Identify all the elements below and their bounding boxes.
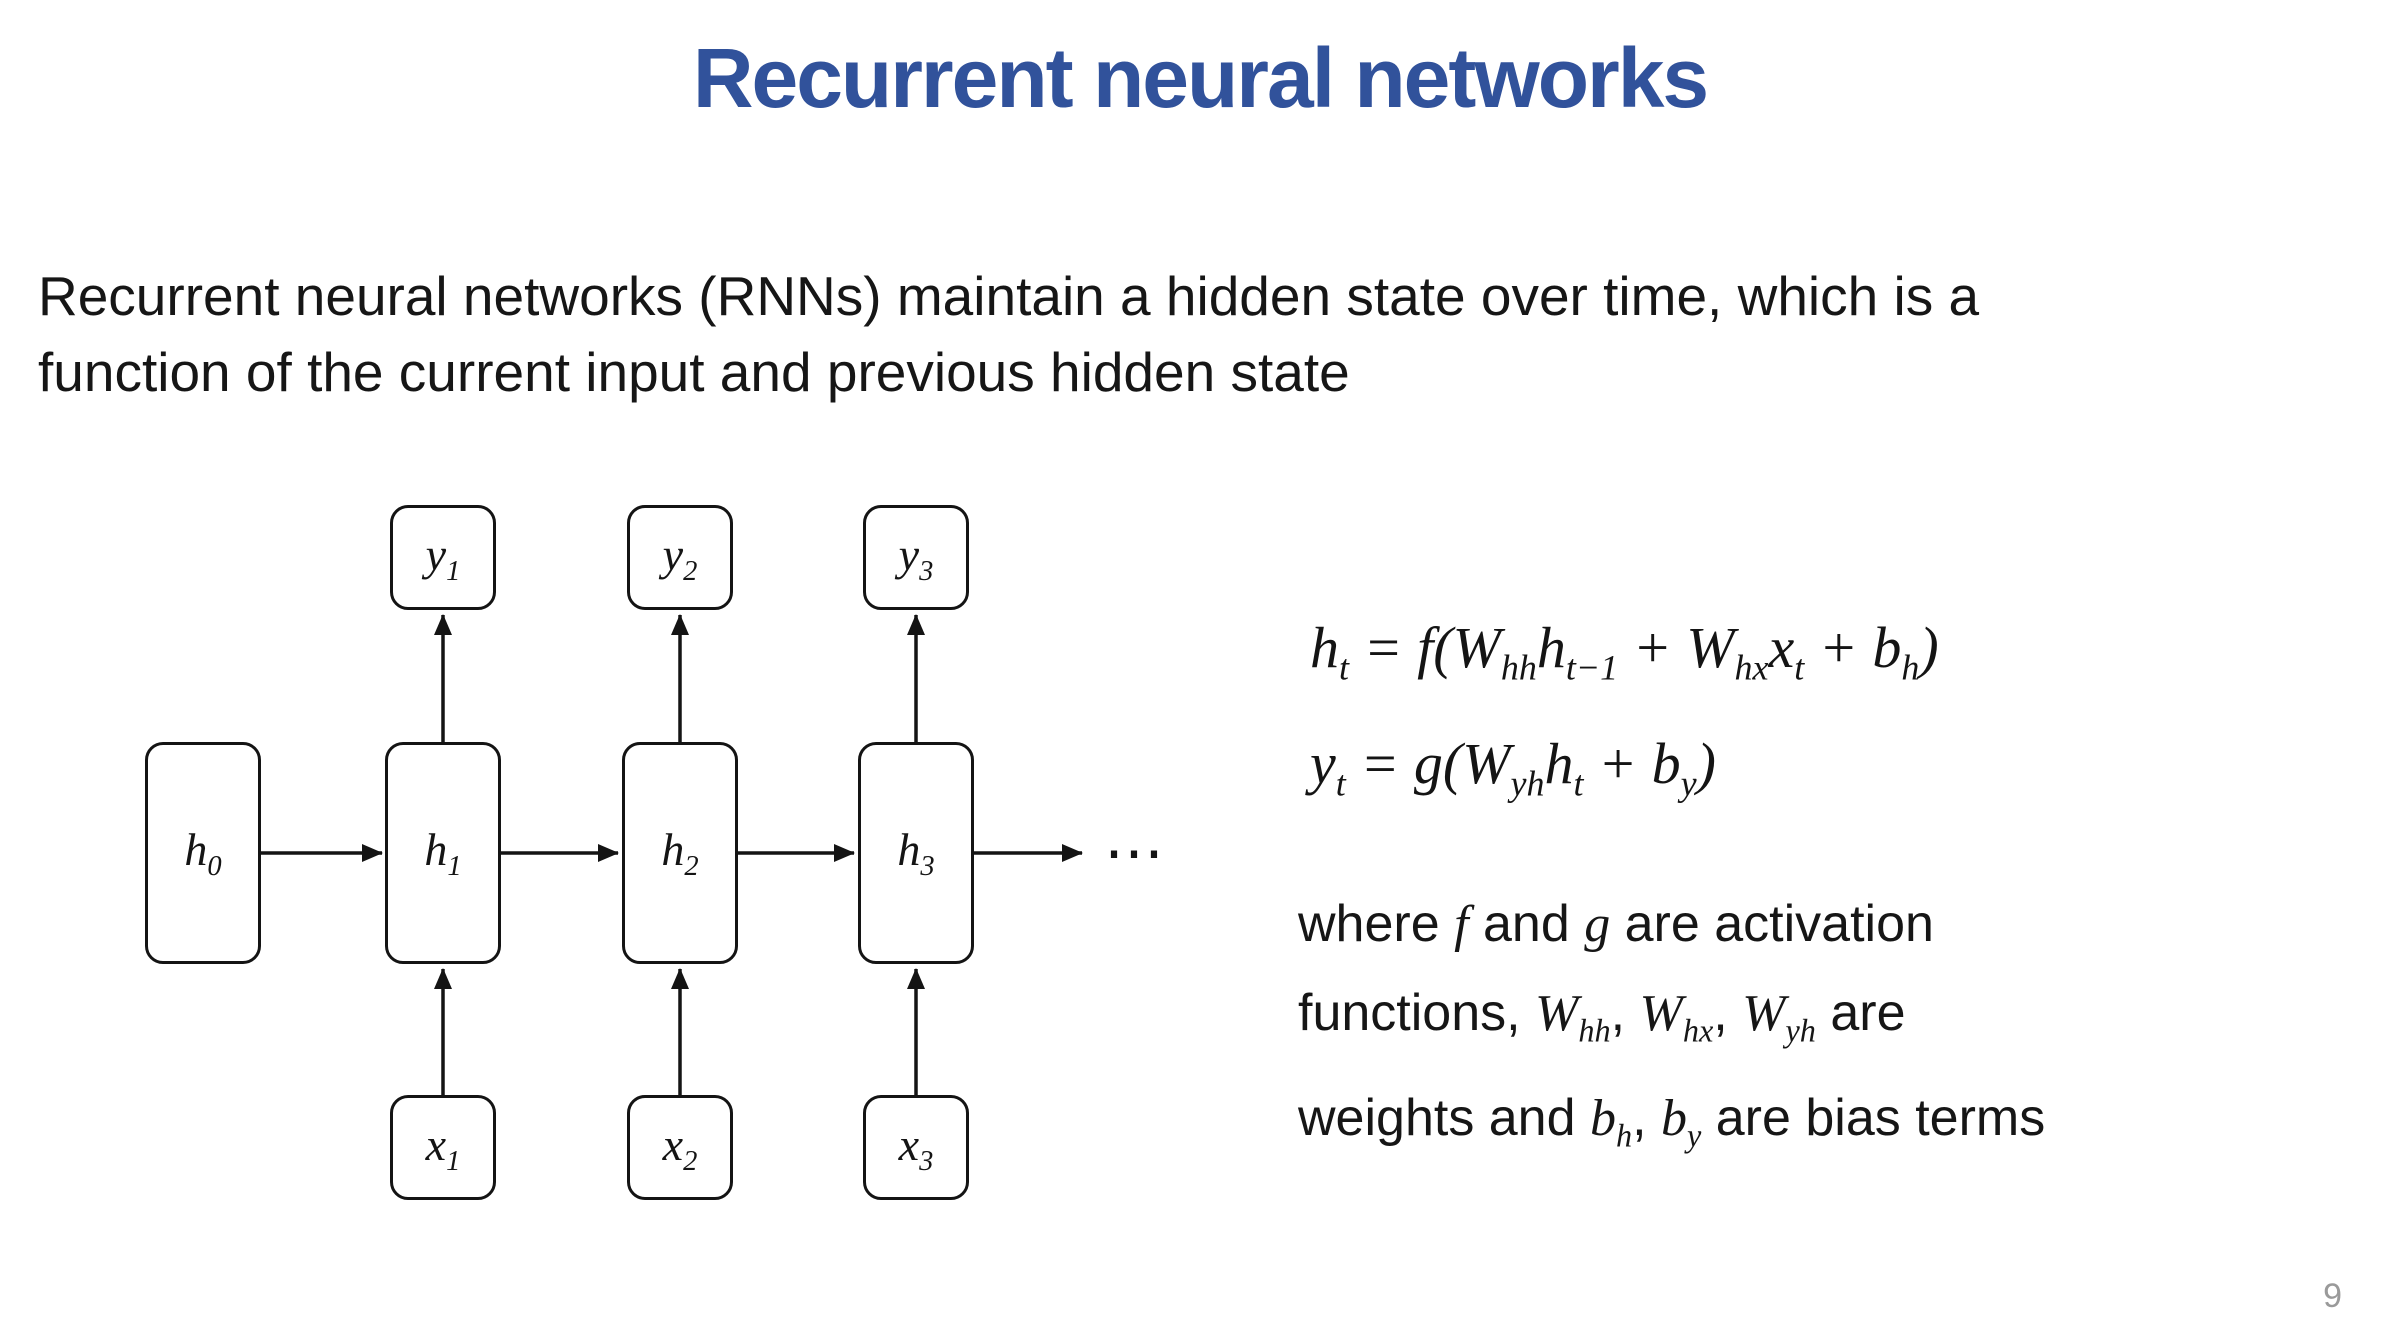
ellipsis: ⋯: [1104, 818, 1164, 888]
output-node-y1: y1: [390, 505, 496, 610]
output-node-y3: y3: [863, 505, 969, 610]
explanation-line-3: weights and bh, by are bias terms: [1298, 1089, 2046, 1154]
hidden-node-h0: h0: [145, 742, 261, 964]
page-number: 9: [2323, 1277, 2342, 1315]
node-label-x3: x3: [898, 1118, 934, 1178]
explanation-line-2: functions, Whh, Whx, Wyh are: [1298, 984, 1906, 1049]
node-label-h2: h2: [661, 824, 699, 883]
node-label-y3: y3: [898, 528, 934, 588]
explanation: where f and g are activation functions, …: [1298, 880, 2045, 1180]
equation-output: yt = g(Wyhht + by): [1310, 730, 1716, 804]
hidden-node-h3: h3: [858, 742, 974, 964]
intro-line-2: function of the current input and previo…: [38, 341, 1350, 403]
hidden-node-h1: h1: [385, 742, 501, 964]
node-label-h1: h1: [424, 824, 462, 883]
intro-line-1: Recurrent neural networks (RNNs) maintai…: [38, 265, 1980, 327]
input-node-x3: x3: [863, 1095, 969, 1200]
explanation-line-1: where f and g are activation: [1298, 895, 1934, 953]
intro-paragraph: Recurrent neural networks (RNNs) maintai…: [38, 258, 1979, 410]
node-label-y1: y1: [425, 528, 461, 588]
output-node-y2: y2: [627, 505, 733, 610]
node-label-x1: x1: [425, 1118, 461, 1178]
node-label-y2: y2: [662, 528, 698, 588]
hidden-node-h2: h2: [622, 742, 738, 964]
node-label-h0: h0: [184, 824, 222, 883]
slide-title: Recurrent neural networks: [692, 31, 1709, 125]
equation-hidden-state: ht = f(Whhht−1 + Whxxt + bh): [1310, 615, 1939, 688]
equations: ht = f(Whhht−1 + Whxxt + bh) yt = g(Wyhh…: [1310, 600, 1939, 831]
node-label-h3: h3: [897, 824, 935, 883]
input-node-x1: x1: [390, 1095, 496, 1200]
node-label-x2: x2: [662, 1118, 698, 1178]
input-node-x2: x2: [627, 1095, 733, 1200]
